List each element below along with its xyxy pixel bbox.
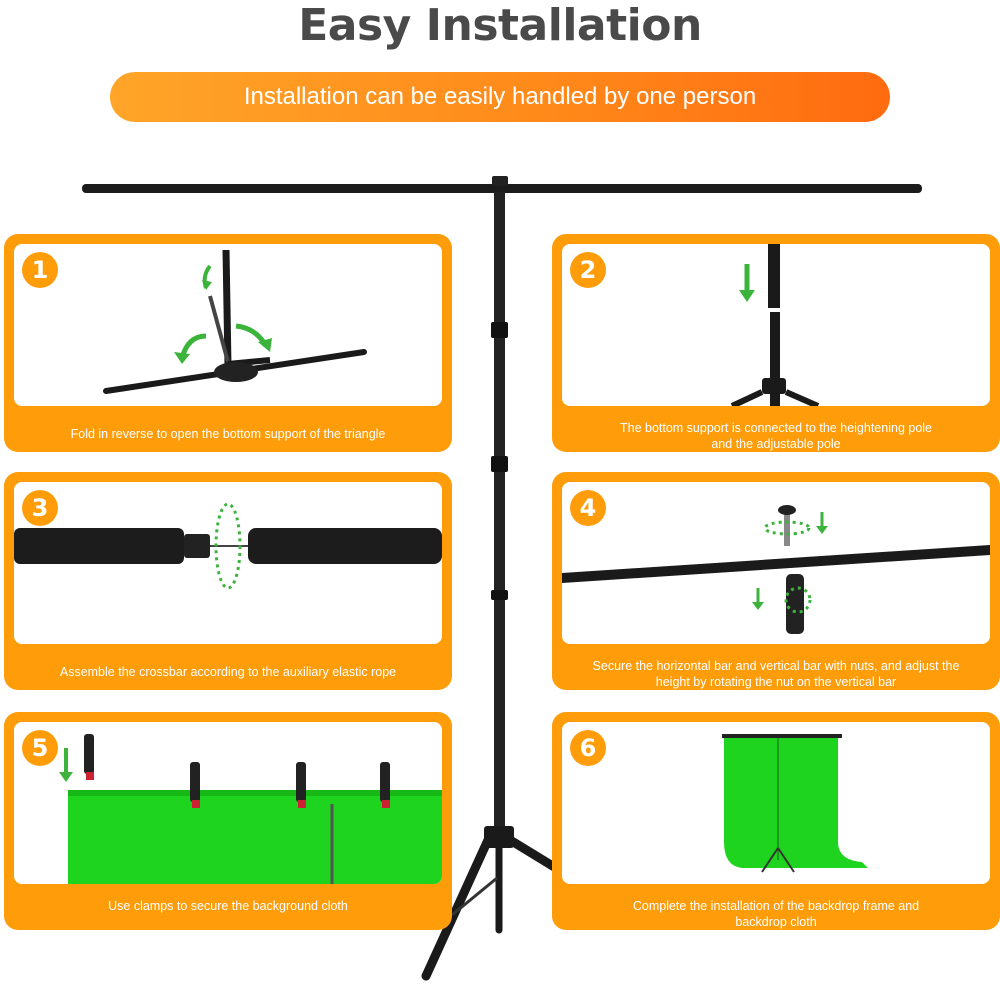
step-3-illustration bbox=[14, 502, 442, 590]
step-2-illustration bbox=[730, 244, 820, 406]
step-5-badge: 5 bbox=[22, 730, 58, 766]
center-pole bbox=[494, 192, 505, 832]
step-6-panel: 6 Complete the installation of the backd… bbox=[552, 712, 1000, 930]
step-2-badge: 2 bbox=[570, 252, 606, 288]
step-1-caption: Fold in reverse to open the bottom suppo… bbox=[70, 427, 386, 441]
pole-lock-2 bbox=[491, 456, 508, 472]
step-4-illustration bbox=[562, 505, 990, 634]
step-6-caption-line-1: Complete the installation of the backdro… bbox=[632, 899, 920, 913]
subtitle-banner: Installation can be easily handled by on… bbox=[110, 72, 890, 122]
crossbar bbox=[82, 184, 922, 193]
step-2-caption-line-1: The bottom support is connected to the h… bbox=[619, 421, 933, 435]
step-4-photo: 4 bbox=[562, 482, 990, 644]
step-6-photo: 6 bbox=[562, 722, 990, 884]
step-6-caption-line-2: backdrop cloth bbox=[735, 915, 817, 929]
step-1-photo: 1 bbox=[14, 244, 442, 406]
step-4-panel: 4 Secure the horizontal bar and vertical… bbox=[552, 472, 1000, 690]
crossbar-knob bbox=[492, 176, 508, 186]
step-5-photo: 5 bbox=[14, 722, 442, 884]
step-3-caption: Assemble the crossbar according to the a… bbox=[59, 665, 397, 679]
tripod-leg-left bbox=[421, 835, 493, 981]
step-1-illustration bbox=[103, 249, 367, 394]
step-4-caption-line-2: height by rotating the nut on the vertic… bbox=[655, 675, 897, 689]
step-2-panel: 2 The bottom support is connected to the… bbox=[552, 234, 1000, 452]
pole-lock-3 bbox=[491, 590, 508, 600]
step-3-photo: 3 bbox=[14, 482, 442, 644]
step-5-panel: 5 Use clamps to secure the background cl… bbox=[4, 712, 452, 930]
step-5-illustration bbox=[59, 734, 442, 884]
step-2-photo: 2 bbox=[562, 244, 990, 406]
step-1-panel: 1 Fold in reverse to open the bottom sup… bbox=[4, 234, 452, 452]
step-3-panel: 3 Assemble the crossbar according to the… bbox=[4, 472, 452, 690]
tripod-brace bbox=[451, 876, 498, 917]
step-4-caption-line-1: Secure the horizontal bar and vertical b… bbox=[592, 659, 960, 673]
pole-lock-1 bbox=[491, 322, 508, 338]
step-3-badge: 3 bbox=[22, 490, 58, 526]
step-2-caption-line-2: and the adjustable pole bbox=[711, 437, 841, 451]
step-4-badge: 4 bbox=[570, 490, 606, 526]
step-1-badge: 1 bbox=[22, 252, 58, 288]
step-5-caption: Use clamps to secure the background clot… bbox=[108, 899, 348, 913]
step-6-badge: 6 bbox=[570, 730, 606, 766]
step-6-illustration bbox=[722, 734, 868, 873]
page-title: Easy Installation bbox=[298, 0, 702, 51]
